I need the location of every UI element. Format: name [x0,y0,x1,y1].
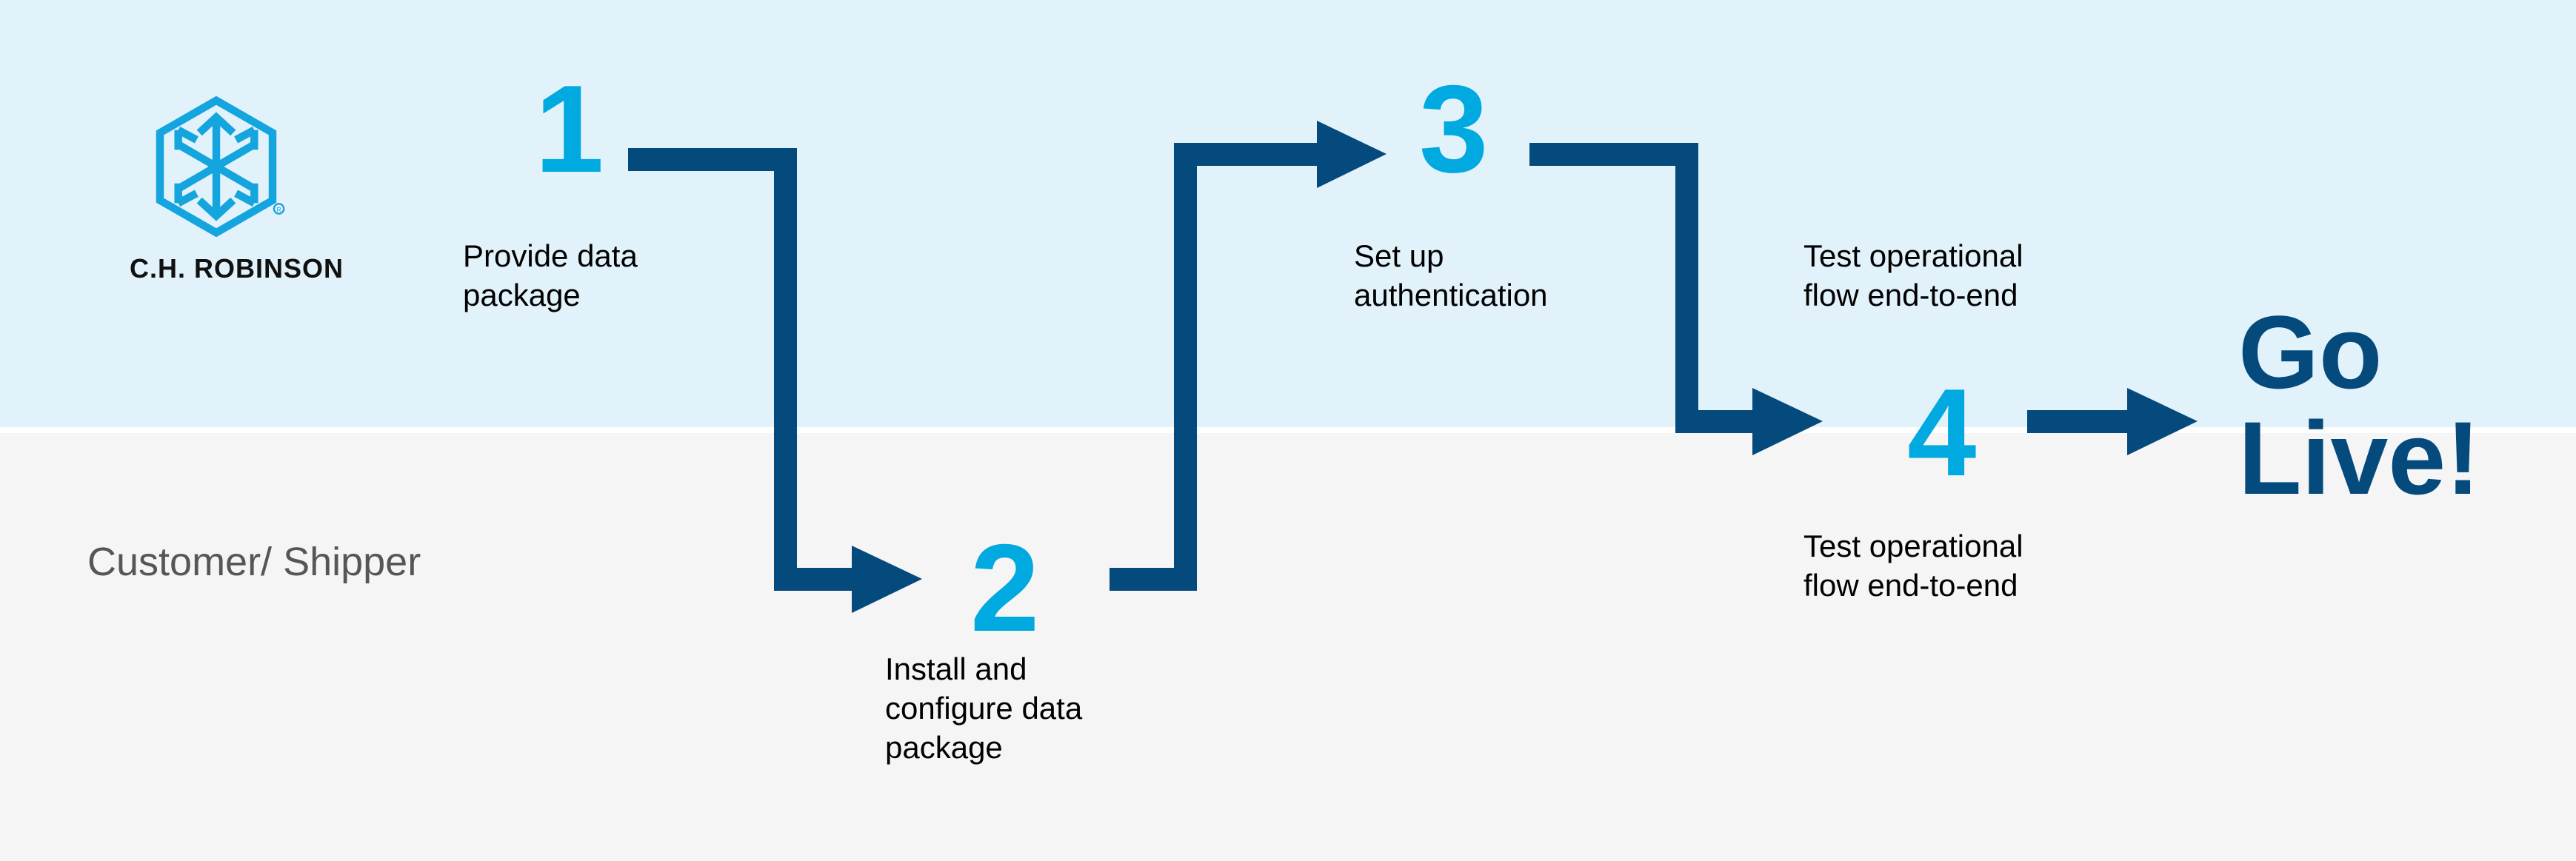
step-caption-2: Install and configure data package [885,651,1083,765]
step-caption-1: Provide data package [463,238,638,312]
step-number-2: 2 [970,518,1040,657]
go-live-label: Go Live! [2238,294,2480,516]
step-caption-3: Set up authentication [1354,238,1548,312]
lane-band-customer [0,433,2576,861]
brand-name: C.H. ROBINSON [130,253,344,284]
step-number-4: 4 [1907,363,1977,502]
lane-band-chr [0,0,2576,427]
brand-logo: R C.H. ROBINSON [130,96,344,289]
connector-step4-to-golive [2027,388,2198,455]
step-number-3: 3 [1419,59,1489,198]
step-number-1: 1 [535,59,604,198]
connector-step3-to-step4 [1529,143,1823,455]
step-caption-4: Test operational flow end-to-end [1803,529,2023,603]
connector-step2-to-step3 [1110,121,1387,591]
connector-step1-to-step2 [628,148,922,613]
caption-test-flow-top: Test operational flow end-to-end [1803,238,2023,312]
svg-text:R: R [276,206,281,213]
ch-robinson-hexagon-arrows-logo-icon: R [156,96,285,237]
lane-label-customer-shipper: Customer/ Shipper [87,540,421,584]
